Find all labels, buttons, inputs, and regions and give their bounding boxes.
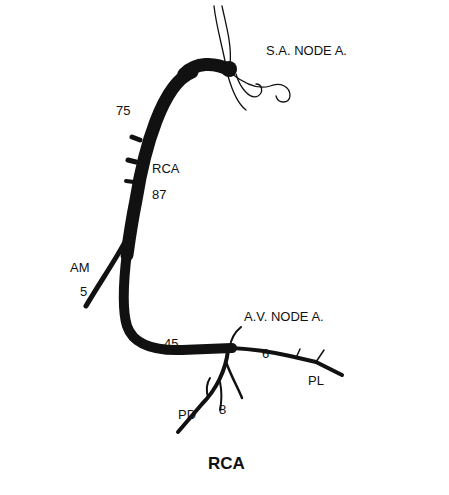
stenosis-percent: 87 [152,188,166,201]
stenosis-percent: 45 [164,337,178,350]
rca-ostium [221,61,237,77]
sa-node-branch [228,76,246,110]
artery-name: AM [70,261,90,274]
acute-marginal-branch [86,238,127,306]
posterolateral-branch [232,348,342,375]
posterolateral-sub-branch [316,350,324,362]
side-branch-stub [128,160,136,162]
posterior-descending-branch [178,350,228,432]
artery-name: PL [308,374,324,387]
pd-sub-branch [207,378,210,398]
side-branch-stub [126,181,134,182]
rca-distal [124,252,232,350]
sa-node-branch [232,74,290,102]
stenosis-percent: 5 [80,285,87,298]
posterolateral-sub-branch [296,349,300,358]
artery-name: RCA [152,162,179,175]
diagram-title: RCA [208,455,245,472]
stenosis-percent: 75 [116,104,130,117]
artery-name: A.V. NODE A. [244,310,324,323]
sa-node-branch [222,6,230,64]
artery-name: PD [178,408,196,421]
av-node-branch [230,327,241,347]
sa-node-branch [236,74,262,97]
side-branch-stub [132,137,140,140]
rca-trunk [127,72,192,255]
artery-name: S.A. NODE A. [266,44,347,57]
stenosis-percent: 8 [219,403,226,416]
pd-sub-branch [226,362,242,398]
stenosis-percent: 6 [262,347,269,360]
